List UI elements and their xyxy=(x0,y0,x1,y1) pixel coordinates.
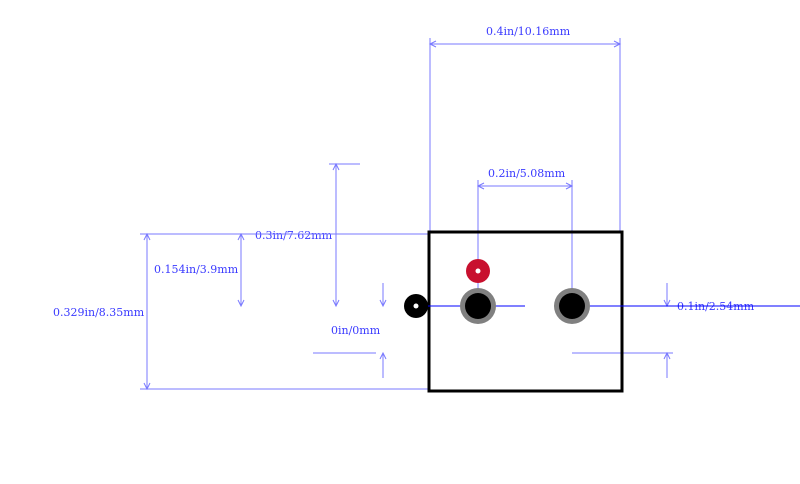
pin1-marker xyxy=(466,259,490,283)
body-outline xyxy=(427,230,624,393)
height-body-label: 0.3in/7.62mm xyxy=(255,229,333,242)
pad-1 xyxy=(460,288,496,324)
dimension-width-total: 0.4in/10.16mm xyxy=(429,25,621,232)
dimension-offset-top: 0.154in/3.9mm xyxy=(154,233,430,306)
arrowheads xyxy=(143,40,671,391)
dimension-height-body: 0.3in/7.62mm xyxy=(255,163,360,306)
origin-label: 0in/0mm xyxy=(331,324,381,337)
origin-marker xyxy=(404,294,428,318)
dimension-pitch: 0.2in/5.08mm xyxy=(477,167,573,306)
height-total-label: 0.329in/8.35mm xyxy=(53,306,145,319)
offset-top-label: 0.154in/3.9mm xyxy=(154,263,239,276)
pitch-label: 0.2in/5.08mm xyxy=(488,167,566,180)
pad-2 xyxy=(554,288,590,324)
dimension-offset-bottom: 0.1in/2.54mm xyxy=(572,283,755,378)
width-total-label: 0.4in/10.16mm xyxy=(486,25,571,38)
dimension-origin: 0in/0mm xyxy=(313,283,384,378)
courtyard-outline xyxy=(429,232,622,391)
dimension-height-total: 0.329in/8.35mm xyxy=(53,233,430,390)
